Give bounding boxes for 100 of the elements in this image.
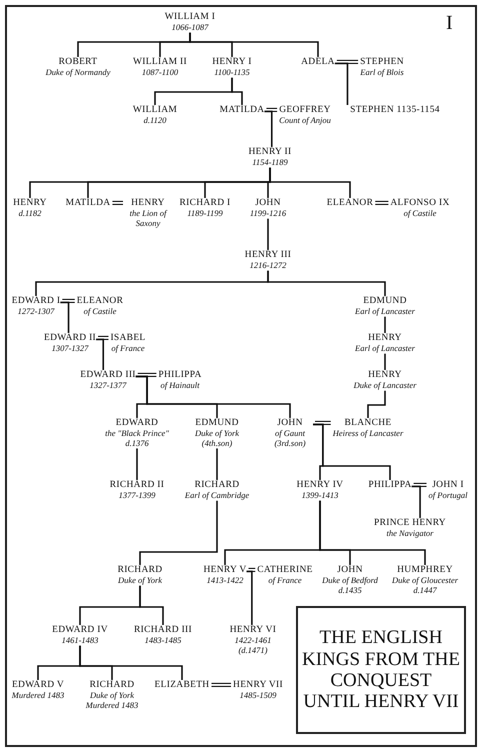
name-text: GEOFFREY [279, 105, 331, 116]
name-text: HENRY [130, 198, 166, 209]
name-text: HENRY IV [296, 480, 344, 491]
detail-text: 1307-1327 [50, 344, 90, 354]
name-text: RICHARD [88, 680, 136, 691]
detail-text: Duke of Lancaster [354, 380, 416, 391]
detail-text: 1485-1509 [238, 690, 278, 701]
descent-line [264, 110, 273, 147]
detail-text: Duke of Bedford d.1435 [321, 576, 379, 596]
detail-text: of France [110, 344, 146, 354]
name-text: BLANCHE [344, 418, 392, 429]
name-text: WILLIAM [132, 105, 178, 116]
name-text: PHILIPPA [368, 480, 412, 491]
marriage-sign [266, 108, 278, 112]
detail-text: Duke of York [118, 576, 162, 586]
detail-text: of Castile [82, 306, 118, 317]
name-text: EDWARD I [12, 296, 60, 307]
name-text: JOHN [336, 565, 364, 576]
name-text: MATILDA [220, 105, 264, 116]
name-text: HENRY II [248, 147, 292, 158]
name-text: HENRY VI [228, 625, 278, 636]
name-text: WILLIAM I [164, 12, 216, 23]
descent-line [139, 500, 218, 565]
marriage-sign [413, 482, 428, 488]
name-text: EDWARD V [12, 680, 64, 691]
name-text: EDMUND [362, 296, 408, 307]
name-text: ALFONSO IX [390, 198, 450, 209]
detail-text: 1100-1135 [213, 68, 251, 78]
name-text: RICHARD [118, 565, 162, 576]
marriage-sign [97, 336, 110, 340]
name-text: HENRY [367, 370, 403, 381]
name-text: HENRY I [212, 57, 252, 68]
detail-text: Earl of Cambridge [184, 490, 250, 501]
name-text: RICHARD I [180, 198, 230, 209]
descent-line [96, 338, 104, 370]
name-text: ELEANOR [76, 296, 124, 307]
marriage-sign [112, 200, 124, 206]
name-text: ELEANOR [326, 198, 374, 209]
name-text: EDWARD II [44, 333, 96, 344]
marriage-sign [137, 372, 157, 378]
detail-text: of Castile [402, 208, 438, 219]
name-text: RICHARD II [110, 480, 164, 491]
detail-text: 1066-1087 [170, 22, 210, 33]
descent-line [246, 570, 253, 625]
marriage-sign [336, 60, 359, 64]
detail-text: 1461-1483 [60, 636, 100, 646]
detail-text: Duke of Gloucester d.1447 [390, 576, 460, 596]
name-text: WILLIAM II [133, 57, 187, 68]
name-text: HENRY [13, 198, 47, 209]
marriage-sign [248, 568, 256, 572]
marriage-sign [210, 682, 232, 688]
detail-text: Earl of Lancaster [355, 306, 415, 317]
name-text: JOHN I [431, 480, 465, 491]
detail-text: 1087-1100 [140, 68, 180, 78]
descent-line [60, 302, 70, 333]
detail-text: the Lion of Saxony [128, 208, 168, 228]
detail-text: the Navigator [386, 528, 434, 539]
detail-text: 1413-1422 [206, 576, 244, 586]
name-text: EDWARD IV [52, 625, 108, 636]
detail-text: 1272-1307 [16, 306, 56, 317]
name-text: HUMPHREY [396, 565, 454, 576]
name-text: MATILDA [66, 198, 110, 209]
title-panel: THE ENGLISH KINGS FROM THE CONQUEST UNTIL HENRY VII [296, 606, 466, 734]
name-text: EDMUND [194, 418, 240, 429]
detail-text: Duke of York Murdered 1483 [84, 690, 140, 710]
detail-text: 1422-1461 (d.1471) [234, 636, 272, 656]
descent-line [384, 316, 386, 333]
descent-line [267, 218, 269, 250]
descent-line [267, 270, 386, 296]
name-text: PHILIPPA [158, 370, 202, 381]
descent-line [384, 354, 386, 370]
name-text: JOHN [276, 418, 304, 429]
detail-text: of Gaunt (3rd.son) [273, 428, 307, 448]
detail-text: Duke of Normandy [46, 68, 110, 78]
detail-text: Murdered 1483 [12, 690, 64, 701]
descent-line [269, 168, 351, 198]
name-text: EDWARD [114, 418, 160, 429]
descent-line [139, 586, 164, 625]
name-text: EDWARD III [80, 370, 136, 381]
name-text: STEPHEN 1135-1154 [350, 105, 440, 116]
marriage-sign [62, 298, 76, 304]
descent-line [313, 424, 391, 480]
detail-text: Heiress of Lancaster [332, 428, 404, 439]
descent-line [319, 500, 426, 565]
detail-text: d.1182 [18, 208, 42, 219]
descent-line [216, 448, 218, 480]
detail-text: 1399-1413 [300, 490, 340, 501]
name-text: ISABEL [110, 333, 146, 344]
name-text: RICHARD [194, 480, 240, 491]
detail-text: of France [267, 576, 303, 586]
detail-text: Count of Anjou [279, 116, 331, 126]
marriage-sign [374, 200, 389, 206]
descent-line [79, 646, 183, 680]
detail-text: 1216-1272 [248, 260, 288, 271]
name-text: JOHN [254, 198, 282, 209]
detail-text: 1154-1189 [251, 158, 289, 168]
detail-text: Duke of York (4th.son) [194, 428, 240, 448]
name-text: ROBERT [58, 57, 98, 68]
descent-line [136, 448, 138, 480]
detail-text: 1377-1399 [118, 490, 156, 501]
